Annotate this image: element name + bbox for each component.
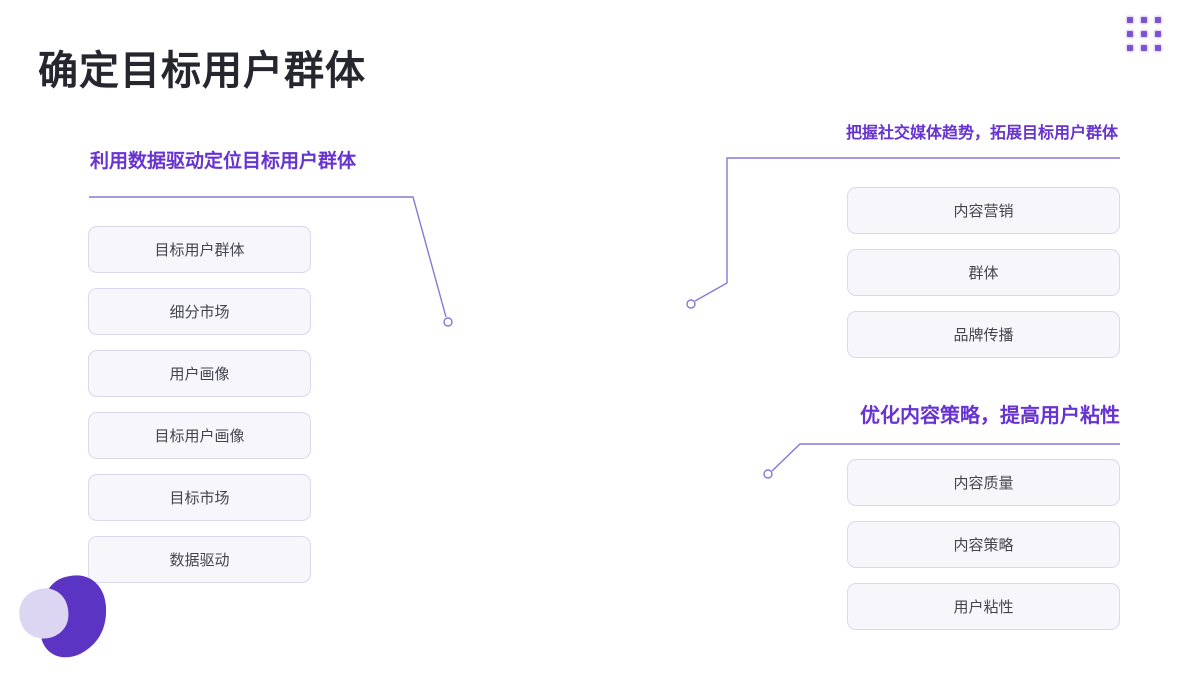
dot-icon	[1155, 31, 1161, 37]
list-item: 用户画像	[88, 350, 311, 397]
right-top-section-heading: 把握社交媒体趋势，拓展目标用户群体	[845, 125, 1118, 142]
left-box-group: 目标用户群体 细分市场 用户画像 目标用户画像 目标市场 数据驱动	[88, 226, 311, 583]
list-item: 内容质量	[847, 459, 1120, 506]
list-item: 数据驱动	[88, 536, 311, 583]
dot-icon	[1155, 45, 1161, 51]
dot-icon	[1141, 45, 1147, 51]
left-section-heading: 利用数据驱动定位目标用户群体	[90, 151, 357, 172]
list-item: 内容策略	[847, 521, 1120, 568]
list-item: 品牌传播	[847, 311, 1120, 358]
right-bottom-section-heading: 优化内容策略，提高用户粘性	[860, 405, 1120, 427]
list-item: 群体	[847, 249, 1120, 296]
right-bottom-box-group: 内容质量 内容策略 用户粘性	[847, 459, 1120, 630]
dot-icon	[1141, 31, 1147, 37]
dot-icon	[1127, 31, 1133, 37]
list-item: 细分市场	[88, 288, 311, 335]
list-item: 目标市场	[88, 474, 311, 521]
corner-blob-icon	[19, 575, 107, 658]
list-item: 目标用户群体	[88, 226, 311, 273]
dots-grid-icon	[1127, 17, 1161, 51]
list-item: 内容营销	[847, 187, 1120, 234]
dot-icon	[1127, 17, 1133, 23]
right-top-box-group: 内容营销 群体 品牌传播	[847, 187, 1120, 358]
list-item: 用户粘性	[847, 583, 1120, 630]
list-item: 目标用户画像	[88, 412, 311, 459]
dot-icon	[1141, 17, 1147, 23]
dot-icon	[1155, 17, 1161, 23]
dot-icon	[1127, 45, 1133, 51]
page-title: 确定目标用户群体	[38, 49, 366, 93]
